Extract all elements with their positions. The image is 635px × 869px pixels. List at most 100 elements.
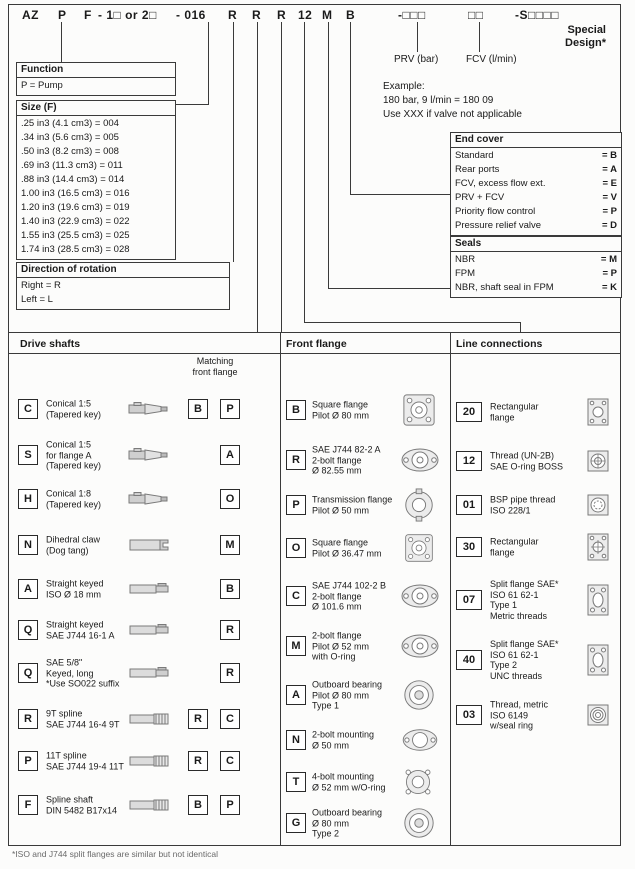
front-flange-row: A Outboard bearing Pilot Ø 80 mm Type 1 [284, 672, 446, 718]
claw-shaft-icon [128, 535, 174, 555]
end-cover-box: End cover Standard= B Rear ports= A FCV,… [450, 132, 622, 236]
keyed-shaft-icon [128, 579, 174, 599]
end-cover-row: Standard = B [451, 149, 621, 163]
header-underline [9, 353, 620, 354]
option-label: Standard [455, 150, 494, 161]
drive-shaft-row: Q SAE 5/8" Keyed, long *Use SO022 suffix… [16, 650, 274, 696]
front-flange-row: G Outboard bearing Ø 80 mm Type 2 [284, 802, 446, 844]
connector-line [304, 322, 520, 323]
flange-desc: SAE J744 102-2 B 2-bolt flange Ø 101.6 m… [312, 580, 387, 612]
connection-code: 12 [456, 451, 482, 471]
function-box: Function P = Pump [16, 62, 176, 96]
shaft-code: C [18, 399, 38, 419]
flange-code: R [286, 450, 306, 470]
code-seal: M [322, 8, 333, 22]
connector-line [257, 22, 258, 332]
size-row: 1.55 in3 (25.5 cm3) = 025 [21, 230, 130, 241]
oring-boss-icon [586, 449, 610, 473]
connection-desc: Split flange SAE* ISO 61 62-1 Type 2 UNC… [490, 639, 559, 681]
code-rotation: R [228, 8, 238, 22]
seals-title: Seals [451, 237, 621, 252]
size-row: 1.20 in3 (19.6 cm3) = 019 [21, 202, 130, 213]
matching-front-flange-header: Matching front flange [192, 356, 238, 377]
shaft-code: P [18, 751, 38, 771]
line-connection-row: 12 Thread (UN-2B) SAE O-ring BOSS [454, 440, 618, 482]
code-end-cover: B [346, 8, 356, 22]
four-bolt-mount-icon [402, 766, 434, 798]
matching-flange-code: O [220, 489, 240, 509]
keyed-shaft-icon [128, 620, 174, 640]
outboard-bearing-icon [402, 806, 436, 840]
size-row: 1.40 in3 (22.9 cm3) = 022 [21, 216, 130, 227]
flange-code: N [286, 730, 306, 750]
shaft-code: A [18, 579, 38, 599]
shaft-desc: Straight keyed SAE J744 16-1 A [46, 619, 115, 641]
flange-code: B [286, 400, 306, 420]
end-cover-row: PRV + FCV= V [451, 191, 621, 205]
keyed-shaft-icon [128, 663, 174, 683]
shaft-code: N [18, 535, 38, 555]
prv-label: PRV (bar) [394, 54, 439, 65]
option-code: = B [601, 150, 617, 161]
front-flange-row: T 4-bolt mounting Ø 52 mm w/O-ring [284, 762, 446, 802]
example-text: Example: 180 bar, 9 l/min = 180 09 Use X… [383, 81, 522, 120]
connector-line [176, 104, 209, 105]
connection-desc: BSP pipe thread ISO 228/1 [490, 494, 556, 516]
flange-code: A [286, 685, 306, 705]
option-label: FCV, excess flow ext. [455, 178, 546, 189]
option-label: FPM [455, 268, 476, 279]
shaft-desc: 11T spline SAE J744 19-4 11T [46, 750, 124, 772]
flange-code: O [286, 538, 306, 558]
front-flange-row: R SAE J744 82-2 A 2-bolt flange Ø 82.55 … [284, 436, 446, 484]
connection-code: 20 [456, 402, 482, 422]
shaft-desc: Conical 1:8 (Tapered key) [46, 488, 102, 510]
front-flange-row: M 2-bolt flange Pilot Ø 52 mm with O-rin… [284, 622, 446, 670]
connector-line [208, 22, 209, 104]
connection-desc: Split flange SAE* ISO 61 62-1 Type 1 Met… [490, 579, 559, 621]
seals-row: NBR, shaft seal in FPM= K [451, 281, 621, 295]
line-connection-row: 30 Rectangular flange [454, 525, 618, 569]
footnote: *ISO and J744 split flanges are similar … [12, 849, 219, 859]
drive-shaft-row: C Conical 1:5 (Tapered key) B P [16, 388, 274, 430]
option-code: = P [602, 206, 617, 217]
seals-row: NBR= M [451, 253, 621, 267]
connector-line [328, 22, 329, 288]
size-row: .69 in3 (11.3 cm3) = 011 [21, 160, 123, 171]
connection-desc: Rectangular flange [490, 536, 539, 558]
matching-flange-code: R [188, 709, 208, 729]
matching-flange-code: B [188, 795, 208, 815]
size-row: .25 in3 (4.1 cm3) = 004 [21, 118, 119, 129]
split-flange-icon [586, 643, 610, 677]
seals-box: Seals NBR= M FPM= P NBR, shaft seal in F… [450, 236, 622, 298]
connector-line [304, 22, 305, 322]
two-bolt-flange-icon [400, 445, 440, 475]
front-flange-row: O Square flange Pilot Ø 36.47 mm [284, 526, 446, 570]
drive-shaft-row: Q Straight keyed SAE J744 16-1 A R [16, 610, 274, 650]
rotation-row: Left = L [21, 294, 53, 305]
drive-shafts-header: Drive shafts [20, 338, 81, 350]
shaft-code: H [18, 489, 38, 509]
code-size: - 016 [176, 8, 206, 22]
metric-thread-icon [586, 703, 610, 727]
end-cover-row: FCV, excess flow ext.= E [451, 177, 621, 191]
column-divider [280, 333, 281, 845]
two-bolt-flange-icon [400, 631, 440, 661]
function-title: Function [17, 63, 175, 78]
shaft-code: S [18, 445, 38, 465]
line-connection-row: 20 Rectangular flange [454, 390, 618, 434]
spline-shaft-icon [128, 751, 174, 771]
rect-flange-icon [586, 532, 610, 562]
matching-flange-code: P [220, 795, 240, 815]
line-connections-header: Line connections [456, 338, 543, 350]
function-row: P = Pump [21, 80, 63, 91]
page-border [8, 4, 621, 846]
rect-flange-icon [586, 397, 610, 427]
drive-shaft-row: A Straight keyed ISO Ø 18 mm B [16, 568, 274, 610]
line-connection-row: 03 Thread, metric ISO 6149 w/seal ring [454, 690, 618, 740]
size-title: Size (F) [17, 101, 175, 116]
special-design-label: Special Design* [565, 24, 606, 49]
drive-shaft-row: N Dihedral claw (Dog tang) M [16, 524, 274, 566]
tapered-shaft-icon [128, 399, 174, 419]
flange-desc: Square flange Pilot Ø 80 mm [312, 399, 370, 421]
